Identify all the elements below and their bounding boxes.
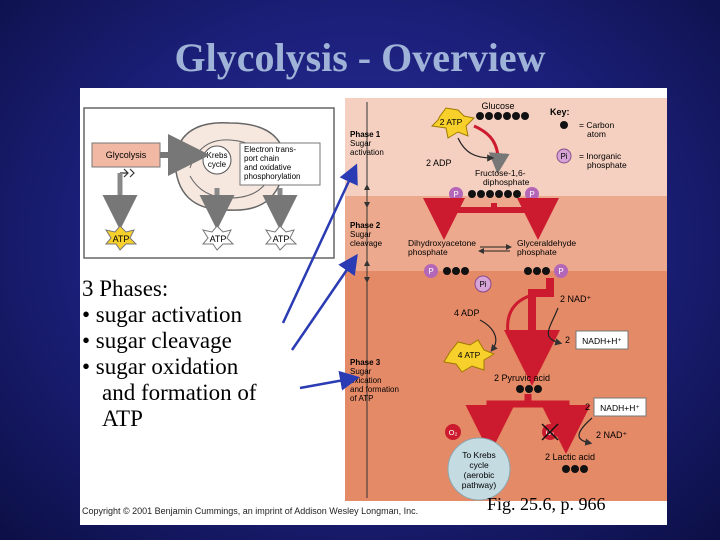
pi-badge	[474, 275, 492, 293]
svg-text:Key:: Key:	[550, 107, 570, 117]
phase3-label: Phase 3 Sugar oxication and formation of…	[350, 358, 399, 403]
svg-text:Sugar: Sugar	[350, 367, 372, 376]
svg-text:ATP: ATP	[210, 234, 227, 244]
svg-text:= Inorganic: = Inorganic	[579, 151, 622, 161]
svg-text:P: P	[453, 190, 458, 199]
svg-text:pathway): pathway)	[462, 480, 497, 490]
svg-text:and formation: and formation	[350, 385, 399, 394]
svg-text:Electron trans-: Electron trans-	[244, 145, 296, 154]
svg-text:= Carbon: = Carbon	[579, 120, 614, 130]
svg-text:oxication: oxication	[350, 376, 382, 385]
svg-text:P: P	[529, 190, 534, 199]
nadh-box-1	[575, 330, 629, 350]
svg-text:NADH+H⁺: NADH+H⁺	[582, 336, 622, 346]
svg-text:Phase 2: Phase 2	[350, 221, 381, 230]
svg-text:of ATP: of ATP	[350, 394, 373, 403]
atp-burst-2atp	[430, 107, 476, 139]
svg-text:O₂: O₂	[449, 428, 458, 437]
glucose-carbons	[476, 112, 529, 120]
svg-text:2 Lactic acid: 2 Lactic acid	[545, 452, 595, 462]
fbp-molecule: P P	[449, 187, 539, 201]
phase-item-cont: and formation of	[102, 380, 257, 405]
svg-text:diphosphate: diphosphate	[483, 177, 530, 187]
svg-text:(aerobic: (aerobic	[464, 470, 495, 480]
svg-text:Phase 1: Phase 1	[350, 130, 381, 139]
atp-burst-1: ATP	[104, 225, 138, 251]
atp-burst-3: ATP	[264, 225, 298, 251]
svg-text:Phase 3: Phase 3	[350, 358, 381, 367]
atp-burst-2: ATP	[201, 225, 235, 251]
phase-item: • sugar activation	[82, 302, 243, 327]
phase-item: • sugar cleavage	[82, 328, 232, 353]
krebs-circle	[447, 437, 511, 501]
svg-text:cycle: cycle	[469, 460, 489, 470]
svg-text:Pi: Pi	[479, 280, 486, 289]
glycolysis-pathway: Phase 1 Sugar activation Phase 2 Sugar c…	[345, 98, 667, 501]
svg-text:Sugar: Sugar	[350, 139, 372, 148]
cell-diagram: Glycolysis Krebs cycle Electron trans- p…	[83, 107, 335, 259]
svg-text:To Krebs: To Krebs	[462, 450, 496, 460]
phase-pointer-arrows	[281, 163, 360, 391]
svg-text:phosphate: phosphate	[408, 247, 448, 257]
svg-text:Dihydroxyacetone: Dihydroxyacetone	[408, 238, 476, 248]
svg-text:2 Pyruvic acid: 2 Pyruvic acid	[494, 373, 550, 383]
svg-text:cleavage: cleavage	[350, 239, 383, 248]
svg-text:2: 2	[565, 335, 570, 345]
dhap-molecule: P	[424, 264, 469, 278]
svg-text:Krebs: Krebs	[207, 151, 228, 160]
phases-heading: 3 Phases:	[82, 276, 169, 301]
svg-text:2 NAD⁺: 2 NAD⁺	[596, 430, 628, 440]
pyruvic-molecule	[516, 385, 542, 393]
svg-text:Pi: Pi	[560, 152, 567, 161]
copyright-text: Copyright © 2001 Benjamin Cummings, an i…	[82, 506, 419, 516]
svg-text:phosphorylation: phosphorylation	[244, 172, 300, 181]
phase-item: • sugar oxidation	[82, 354, 239, 379]
phase1-label: Phase 1 Sugar activation	[350, 130, 384, 157]
svg-text:and oxidative: and oxidative	[244, 163, 292, 172]
glycolysis-figure: Glycolysis Krebs cycle Electron trans- p…	[80, 88, 667, 525]
svg-text:P: P	[558, 267, 563, 276]
svg-text:2 ADP: 2 ADP	[426, 158, 452, 168]
svg-text:port chain: port chain	[244, 154, 279, 163]
svg-text:P: P	[428, 267, 433, 276]
svg-text:4 ATP: 4 ATP	[458, 350, 481, 360]
glycolysis-label: Glycolysis	[106, 150, 147, 160]
svg-text:Sugar: Sugar	[350, 230, 372, 239]
svg-text:ATP: ATP	[273, 234, 290, 244]
svg-text:phosphate: phosphate	[517, 247, 557, 257]
o2-badge-left	[445, 424, 461, 440]
svg-text:activation: activation	[350, 148, 384, 157]
glucose-label: Glucose	[481, 101, 514, 111]
svg-text:Fructose-1,6-: Fructose-1,6-	[475, 168, 526, 178]
figure-reference: Fig. 25.6, p. 966	[487, 494, 606, 514]
svg-text:Glyceraldehyde: Glyceraldehyde	[517, 238, 576, 248]
phase2-label: Phase 2 Sugar cleavage	[350, 221, 383, 248]
atp-burst-4atp	[443, 339, 496, 373]
lactic-molecule	[562, 465, 588, 473]
svg-text:2 ATP: 2 ATP	[440, 117, 463, 127]
svg-text:4 ADP: 4 ADP	[454, 308, 480, 318]
slide-title: Glycolysis - Overview	[174, 35, 546, 80]
g3p-molecule: P	[524, 264, 568, 278]
svg-text:ATP: ATP	[113, 234, 130, 244]
legend-key: Key: = Carbon atom Pi = Inorganic phosph…	[550, 107, 627, 170]
svg-text:phosphate: phosphate	[587, 160, 627, 170]
svg-text:atom: atom	[587, 129, 606, 139]
svg-text:2 NAD⁺: 2 NAD⁺	[560, 294, 592, 304]
svg-text:2: 2	[585, 402, 590, 412]
phase-item-cont: ATP	[102, 406, 143, 431]
svg-text:cycle: cycle	[208, 160, 227, 169]
nadh-box-2	[593, 397, 647, 417]
phases-list: 3 Phases: • sugar activation • sugar cle…	[82, 276, 322, 432]
svg-text:NADH+H⁺: NADH+H⁺	[600, 403, 640, 413]
